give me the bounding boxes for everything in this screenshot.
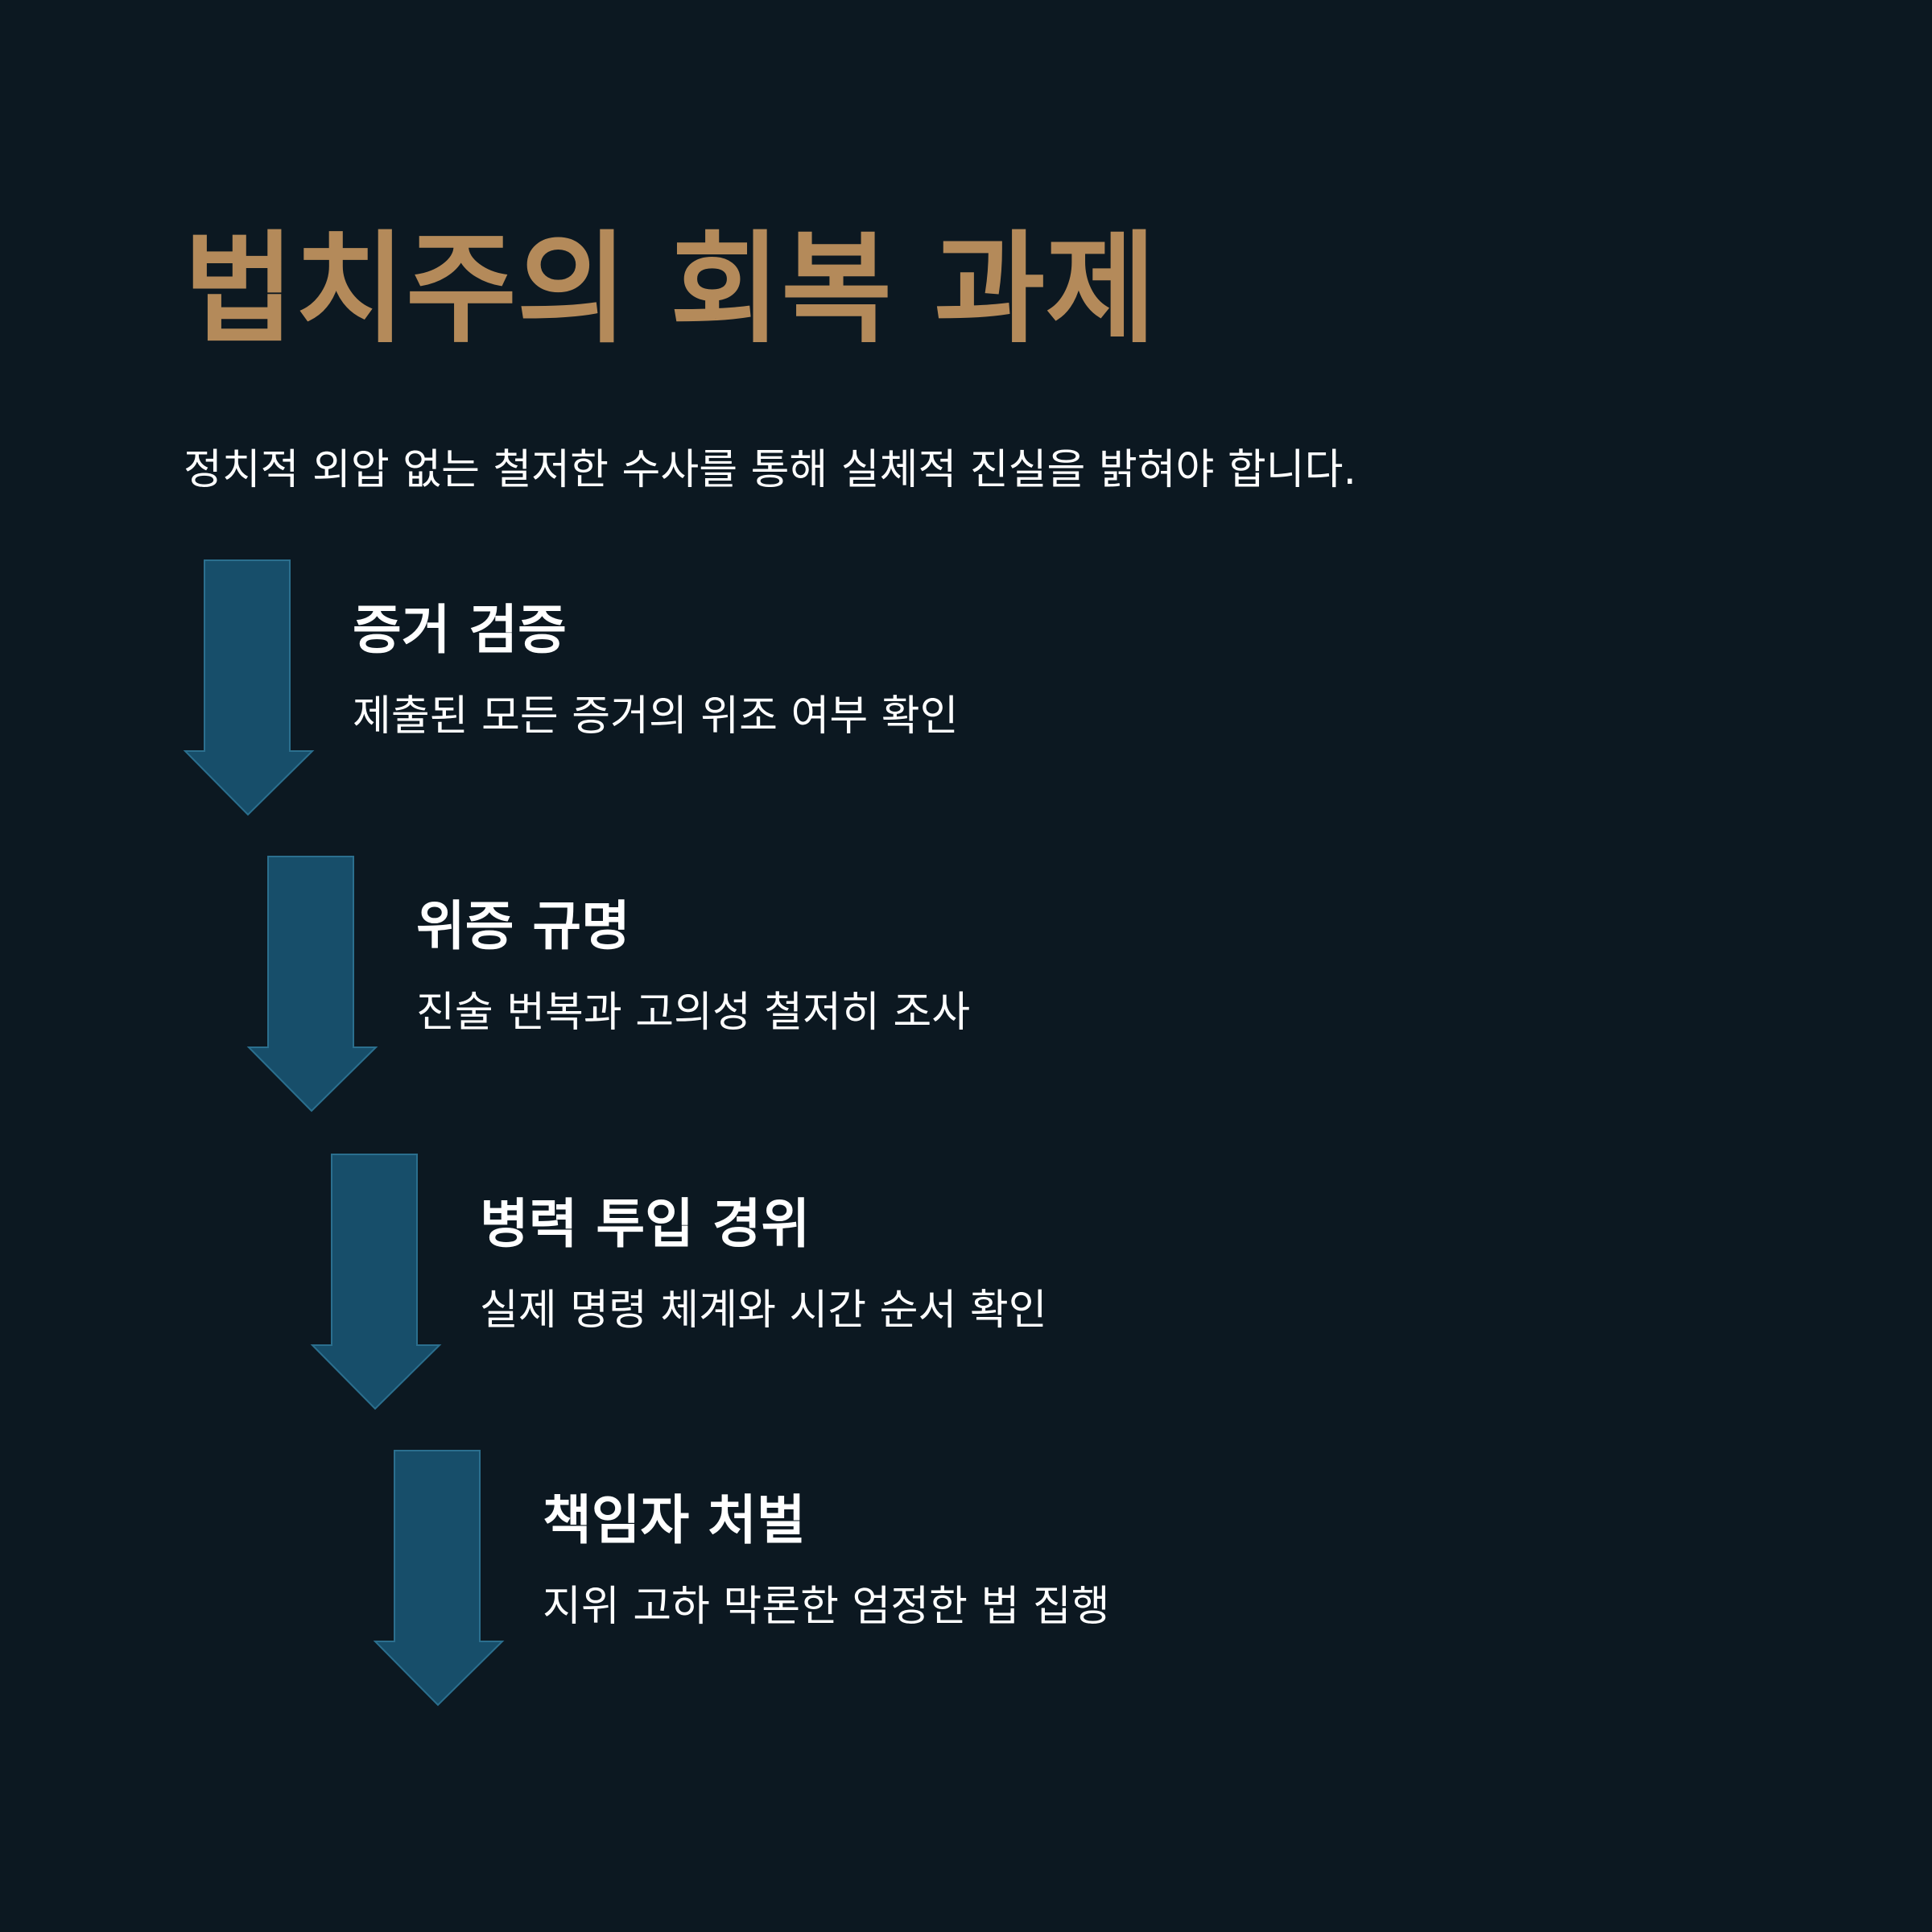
step-description: 제출된 모든 증거의 위조 여부 확인 <box>353 692 959 741</box>
step-item: 병력 투입 경위 실제 명령 체계와 시간 순서 확인 <box>310 1154 1438 1411</box>
page-title: 법치주의 회복 과제 <box>184 220 1157 360</box>
page-subtitle: 정치적 외압 없는 철저한 수사를 통해 실체적 진실을 밝혀야 합니다. <box>184 446 1356 494</box>
step-description: 진술 번복과 고의성 철저히 조사 <box>416 989 971 1037</box>
arrow-down-icon <box>183 559 315 816</box>
arrow-down-icon <box>310 1154 442 1410</box>
arrow-down-icon <box>246 856 378 1113</box>
step-item: 책임자 처벌 지위 고하 막론한 엄정한 법 집행 <box>373 1450 1501 1707</box>
step-title: 위증 규명 <box>416 895 630 957</box>
step-title: 증거 검증 <box>353 599 567 661</box>
step-item: 증거 검증 제출된 모든 증거의 위조 여부 확인 <box>183 559 1311 817</box>
step-item: 위증 규명 진술 번복과 고의성 철저히 조사 <box>246 856 1374 1113</box>
arrow-down-icon <box>373 1450 505 1707</box>
step-description: 실제 명령 체계와 시간 순서 확인 <box>480 1286 1047 1335</box>
step-title: 병력 투입 경위 <box>480 1193 811 1255</box>
step-title: 책임자 처벌 <box>543 1489 806 1551</box>
step-description: 지위 고하 막론한 엄정한 법 집행 <box>543 1583 1110 1631</box>
